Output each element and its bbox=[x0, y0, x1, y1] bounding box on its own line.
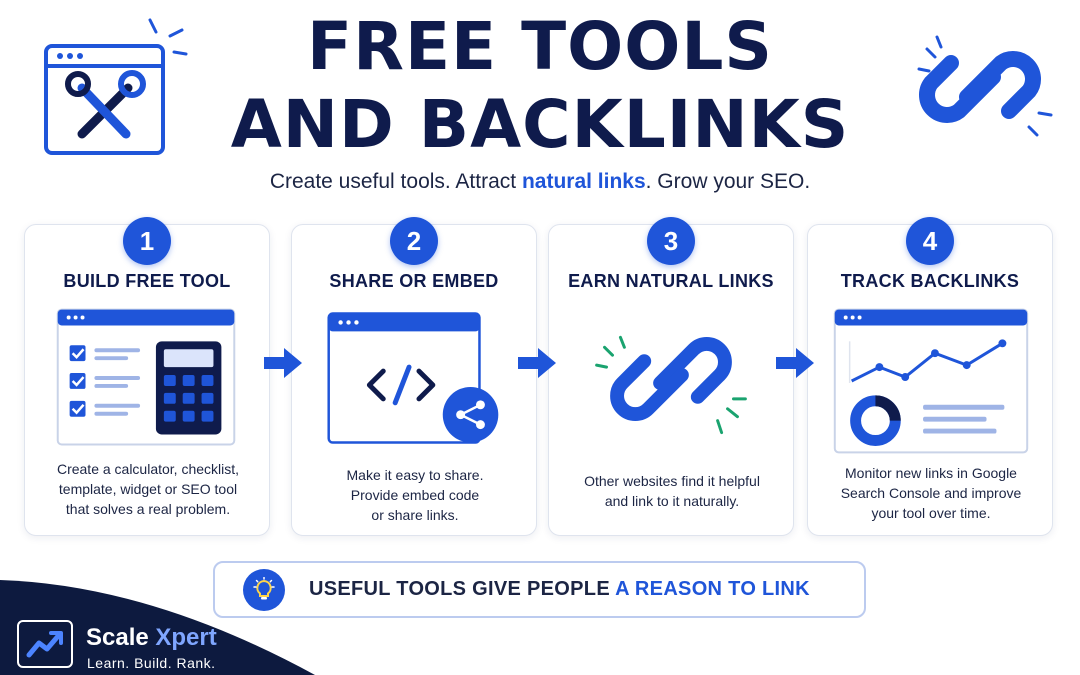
tools-window-icon bbox=[44, 18, 188, 155]
step-title: SHARE OR EMBED bbox=[329, 271, 499, 291]
page-subtitle: Create useful tools. Attract natural lin… bbox=[269, 170, 811, 193]
step-title: EARN NATURAL LINKS bbox=[568, 271, 774, 291]
step-number-badge: 3 bbox=[647, 217, 695, 265]
brand-logo-icon bbox=[17, 620, 73, 668]
step-card-4: 4 TRACK BACKLINKS Monitor new links in G… bbox=[807, 217, 1053, 536]
step-card-2: 2 SHARE OR EMBED Make it easy to share.P… bbox=[291, 217, 537, 536]
step-description: Create a calculator, checklist,template,… bbox=[56, 461, 240, 517]
step-description: Make it easy to share.Provide embed code… bbox=[346, 467, 484, 523]
brand-name: Scale Xpert bbox=[86, 624, 217, 651]
brand-tagline: Learn. Build. Rank. bbox=[87, 655, 216, 671]
step-number-badge: 4 bbox=[906, 217, 954, 265]
arrow-right-icon bbox=[518, 348, 556, 378]
page-title-line1: FREE TOOLS bbox=[307, 8, 773, 85]
code-window-icon bbox=[327, 312, 499, 444]
arrow-right-icon bbox=[264, 348, 302, 378]
tool-window-icon bbox=[56, 308, 236, 446]
step-card-1: 1 BUILD FREE TOOL Create a calcu bbox=[24, 217, 270, 536]
step-card-3: 3 EARN NATURAL LINKS Other websites find… bbox=[548, 217, 794, 536]
banner-text: USEFUL TOOLS GIVE PEOPLE A REASON TO LIN… bbox=[309, 578, 810, 600]
lightbulb-icon bbox=[243, 568, 285, 611]
chain-link-icon bbox=[917, 35, 1053, 137]
arrow-right-icon bbox=[776, 348, 814, 378]
step-title: BUILD FREE TOOL bbox=[63, 271, 231, 291]
step-number-badge: 2 bbox=[390, 217, 438, 265]
chain-link-icon bbox=[595, 335, 747, 435]
analytics-dashboard-icon bbox=[833, 308, 1029, 454]
subtitle-highlight: natural links bbox=[521, 170, 646, 193]
banner-highlight: A REASON TO LINK bbox=[615, 578, 810, 600]
page-title-line2: AND BACKLINKS bbox=[230, 86, 850, 163]
key-message-banner: USEFUL TOOLS GIVE PEOPLE A REASON TO LIN… bbox=[213, 561, 866, 618]
step-number-badge: 1 bbox=[123, 217, 171, 265]
step-title: TRACK BACKLINKS bbox=[840, 271, 1020, 291]
